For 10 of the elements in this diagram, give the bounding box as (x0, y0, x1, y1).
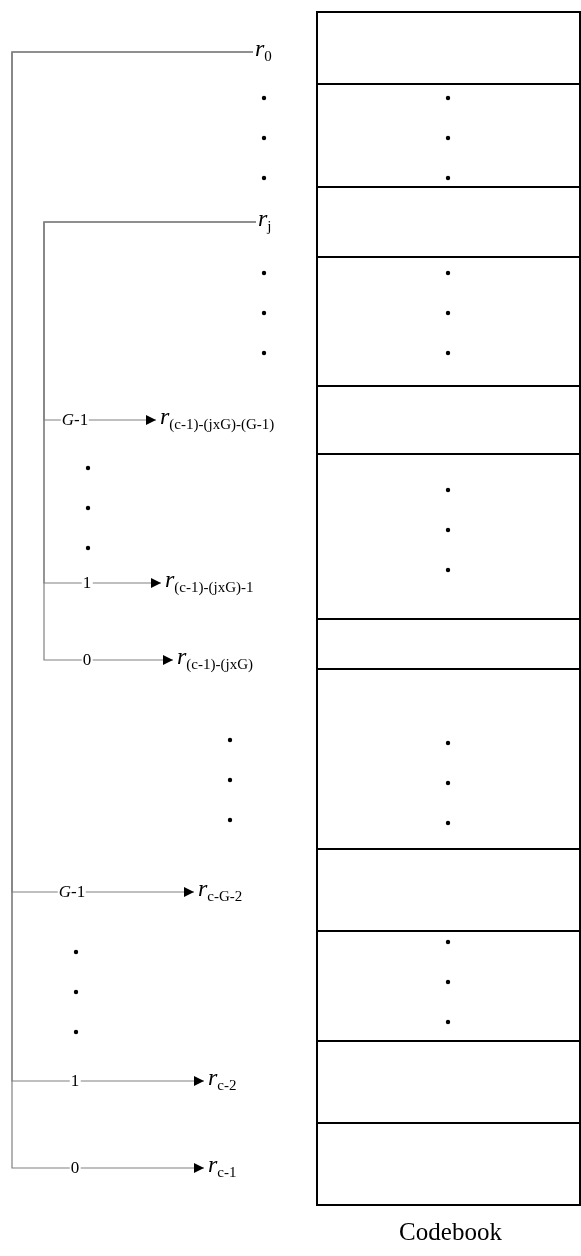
variable-label: r$_{(c-1)-(jxG)}$ (177, 642, 253, 678)
table-heading: Codebook (399, 1218, 502, 1246)
variable-label: r$_{c-2}$ (208, 1063, 237, 1099)
variable-label: r$_{(c-1)-(jxG)-1}$ (165, 565, 254, 601)
variable-label: r$_{j}$ (258, 204, 272, 240)
arrow (43, 221, 257, 665)
variable-label: r$_{c-G-2}$ (198, 874, 243, 910)
variable-label: r$_{c-1}$ (208, 1150, 237, 1186)
variable-label: r$_{0}$ (255, 34, 272, 70)
variable-label: r$_{(c-1)-(jxG)-(G-1)}$ (160, 402, 275, 438)
